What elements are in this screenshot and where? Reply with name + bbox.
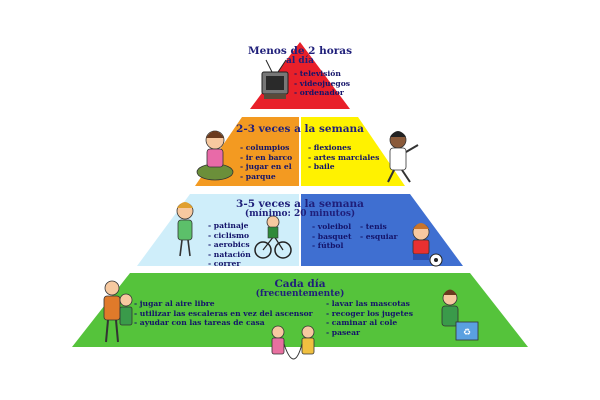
list-item: artes marciales bbox=[308, 153, 380, 163]
jump-rope-kids-illustration bbox=[271, 325, 315, 360]
level-4-subtitle: (frecuentemente) bbox=[255, 289, 345, 299]
list-item: patinaje bbox=[208, 221, 251, 231]
list-item: lavar las mascotas bbox=[326, 299, 413, 309]
level-2-left-activities: columpios ir en barco jugar en el parque bbox=[240, 143, 292, 181]
list-item: fútbol bbox=[312, 241, 351, 251]
list-item: ir en barco bbox=[240, 153, 292, 163]
list-item: tenis bbox=[360, 222, 398, 232]
recycling-kid-illustration: ♻ bbox=[441, 289, 479, 341]
level-2-right-activities: flexiones artes marciales baile bbox=[308, 143, 380, 172]
svg-text:♻: ♻ bbox=[463, 328, 471, 338]
list-item: jugar al aire libre bbox=[134, 299, 313, 309]
level-3-left-activities: patinaje ciclismo aerobics natación corr… bbox=[208, 221, 251, 269]
level-3-subtitle: (mínimo: 20 minutos) bbox=[244, 209, 356, 219]
tv-illustration bbox=[261, 59, 289, 99]
level-3-right-activities-col1: voleibol basquet fútbol bbox=[312, 222, 352, 251]
swing-kid-illustration bbox=[196, 130, 234, 181]
list-item: ayudar con las tareas de casa bbox=[134, 318, 313, 328]
level-3-title: 3-5 veces a la semana bbox=[236, 198, 364, 210]
list-item: caminar al cole bbox=[326, 318, 413, 328]
list-item: esquiar bbox=[360, 232, 398, 242]
cyclist-illustration bbox=[254, 215, 292, 259]
list-item: voleibol bbox=[312, 222, 351, 232]
level-1-subtitle: al día bbox=[286, 56, 314, 66]
list-item: correr bbox=[208, 259, 251, 269]
family-illustration bbox=[103, 280, 133, 343]
karate-kid-illustration bbox=[387, 131, 419, 183]
level-4-title: Cada día bbox=[274, 278, 326, 290]
list-item: videojuegos bbox=[294, 79, 350, 89]
list-item: parque bbox=[240, 172, 292, 182]
soccer-kid-illustration bbox=[412, 223, 443, 267]
swimmer-kid-illustration bbox=[176, 202, 194, 257]
level-1-title: Menos de 2 horas bbox=[247, 45, 353, 57]
list-item: recoger los jugetes bbox=[326, 309, 413, 319]
list-item: televisión bbox=[294, 69, 350, 79]
list-item: ordenador bbox=[294, 88, 350, 98]
list-item: basquet bbox=[312, 232, 352, 242]
level-1-activities: televisión videojuegos ordenador bbox=[294, 69, 350, 98]
list-item: ciclismo bbox=[208, 231, 251, 241]
level-4-right-activities: lavar las mascotas recoger los jugetes c… bbox=[326, 299, 413, 337]
list-item: aerobics bbox=[208, 240, 251, 250]
list-item: natación bbox=[208, 250, 251, 260]
level-3-right-activities-col2: tenis esquiar bbox=[360, 222, 398, 241]
list-item: baile bbox=[308, 162, 379, 172]
list-item: pasear bbox=[326, 328, 413, 338]
level-4-left-activities: jugar al aire libre utilizar las escaler… bbox=[134, 299, 313, 328]
list-item: columpios bbox=[240, 143, 292, 153]
list-item: flexiones bbox=[308, 143, 379, 153]
list-item: utilizar las escaleras en vez del ascens… bbox=[134, 309, 313, 319]
list-item: jugar en el bbox=[240, 162, 292, 172]
level-2-title: 2-3 veces a la semana bbox=[236, 123, 364, 135]
